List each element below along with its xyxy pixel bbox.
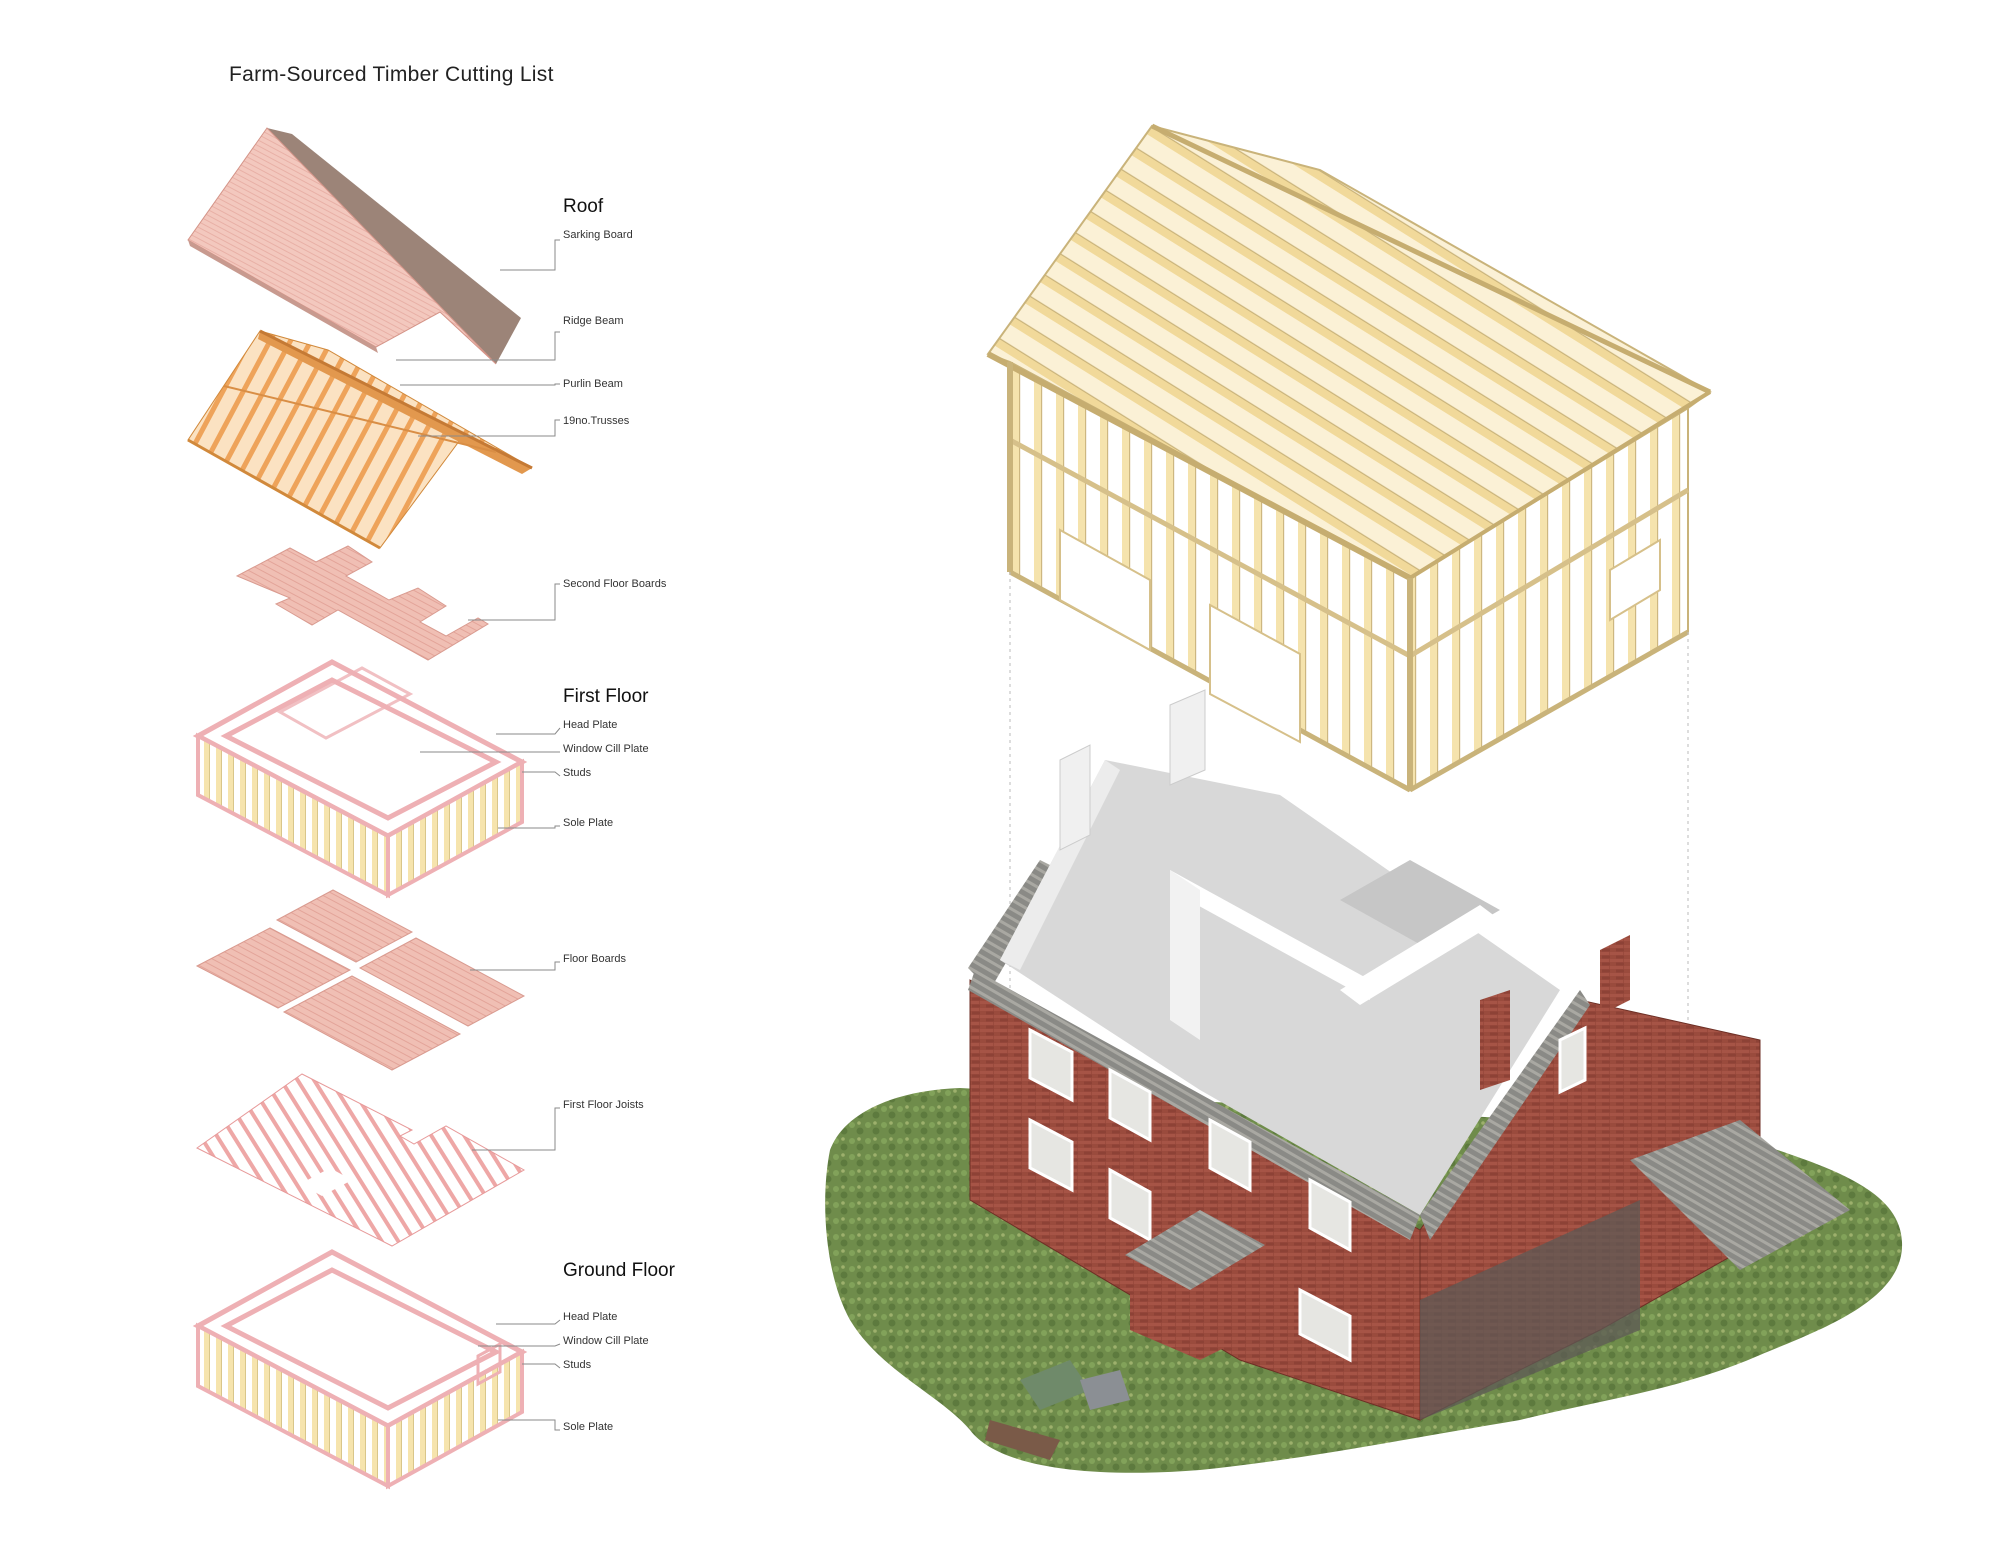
first-floor-joists: [196, 1073, 526, 1247]
farmhouse-scan-model: [825, 689, 1903, 1473]
label-gf-head-plate: Head Plate: [563, 1311, 617, 1323]
section-heading-ground-floor: Ground Floor: [563, 1260, 676, 1281]
timber-frame-isometric: [986, 123, 1712, 793]
label-first-floor-joists: First Floor Joists: [563, 1099, 644, 1111]
label-sarking-board: Sarking Board: [563, 229, 633, 241]
label-gf-window-cill-plate: Window Cill Plate: [563, 1335, 649, 1347]
second-floor-boards: [235, 545, 489, 661]
label-ff-window-cill-plate: Window Cill Plate: [563, 743, 649, 755]
roof-trusses: [187, 329, 533, 550]
roof-sarking-board: [187, 127, 521, 365]
label-ff-head-plate: Head Plate: [563, 719, 617, 731]
label-ff-studs: Studs: [563, 767, 592, 779]
section-heading-roof: Roof: [563, 196, 604, 217]
label-second-floor-boards: Second Floor Boards: [563, 578, 667, 590]
label-gf-studs: Studs: [563, 1359, 592, 1371]
diagram-title: Farm-Sourced Timber Cutting List: [229, 63, 554, 86]
leader-lines: [396, 239, 561, 1431]
ground-floor-wall-frame: [192, 1249, 528, 1490]
section-heading-first-floor: First Floor: [563, 686, 649, 707]
label-ridge-beam: Ridge Beam: [563, 315, 624, 327]
floor-boards: [195, 889, 526, 1071]
label-gf-sole-plate: Sole Plate: [563, 1421, 613, 1433]
label-ff-sole-plate: Sole Plate: [563, 817, 613, 829]
first-floor-wall-frame: [192, 659, 528, 899]
label-floor-boards: Floor Boards: [563, 953, 626, 965]
label-trusses: 19no.Trusses: [563, 415, 630, 427]
label-purlin-beam: Purlin Beam: [563, 378, 623, 390]
